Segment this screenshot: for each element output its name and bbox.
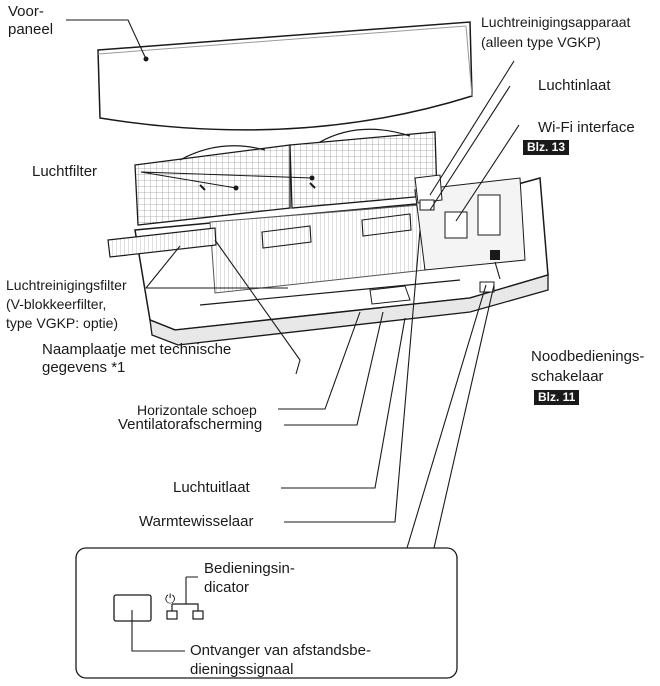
emergency-page-ref-badge: Blz. 11 [534,390,580,405]
purifying-filter-label-1: Luchtreinigingsfilter [6,277,127,293]
air-inlet-label: Luchtinlaat [538,77,611,94]
leader-lines [66,19,520,549]
louver-label: Horizontale schoep [137,402,257,418]
air-purifying-filter-graphic [107,213,412,258]
nameplate-label-2: gegevens *1 [42,359,126,376]
emergency-switch-label-1: Noodbedienings- [531,348,645,365]
front-panel-graphic [97,21,473,131]
indicator-label-2: dicator [204,579,250,596]
indoor-unit-graphic [134,174,549,346]
purifying-filter-label-2: (V-blokkeerfilter, [6,296,107,312]
power-icon: ⏻ [165,591,176,606]
receiver-label-1: Ontvanger van afstandsbe- [190,642,371,659]
air-outlet-label: Luchtuitlaat [173,479,250,496]
front-panel-label-1: Voor- [8,3,44,20]
detail-box [75,547,458,679]
air-filter-graphic [134,128,438,226]
purifier-label-2: (alleen type VGKP) [481,34,601,50]
indicator-label-1: Bedieningsin- [204,560,295,577]
receiver-label-2: dieningssignaal [190,661,294,678]
nameplate-label-1: Naamplaatje met technische [42,341,232,358]
wifi-page-ref-badge: Blz. 13 [523,140,570,155]
air-filter-label: Luchtfilter [32,163,98,180]
purifier-label-1: Luchtreinigingsapparaat [481,14,631,30]
emergency-switch-label-2: schakelaar [531,368,604,385]
heat-exchanger-label: Warmtewisselaar [139,513,254,530]
fan-guard-label: Ventilatorafscherming [118,416,263,433]
wifi-label: Wi-Fi interface [538,119,635,136]
front-panel-label-2: paneel [8,21,54,38]
purifying-filter-label-3: type VGKP: optie) [6,315,119,331]
